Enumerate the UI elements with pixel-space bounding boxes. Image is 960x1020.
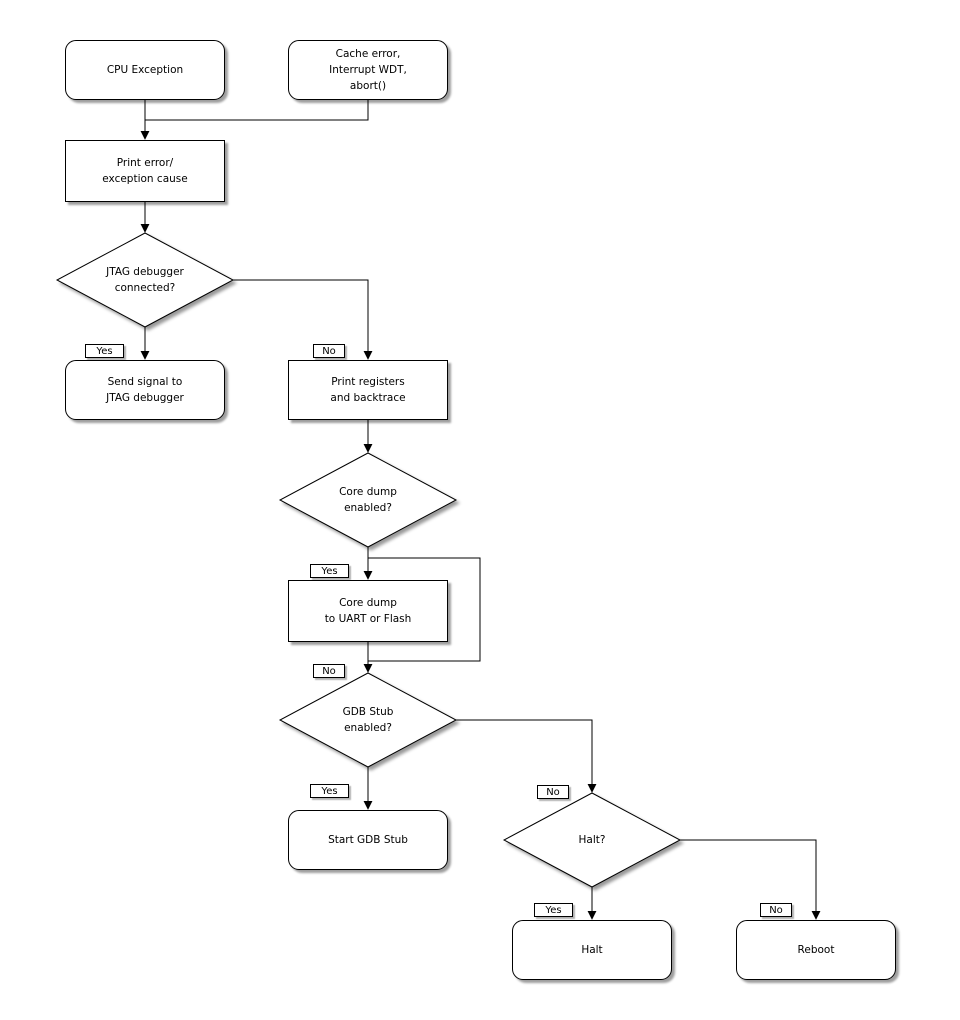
edge-label-core-dump-no: No bbox=[313, 664, 345, 678]
connector-gdb-no-to-halt-decision bbox=[456, 719, 597, 793]
node-start-gdb-stub: Start GDB Stub bbox=[288, 810, 448, 870]
edge-label-core-dump-yes: Yes bbox=[310, 564, 349, 578]
connector-coredump-no-bypass bbox=[368, 557, 481, 662]
node-send-signal-jtag: Send signal to JTAG debugger bbox=[65, 360, 225, 420]
connector-cache-error-merge bbox=[145, 100, 369, 121]
node-print-error-cause: Print error/ exception cause bbox=[65, 140, 225, 202]
connector-halt-no-to-reboot bbox=[680, 839, 821, 920]
edge-label-gdb-yes: Yes bbox=[310, 784, 349, 798]
node-cache-error: Cache error, Interrupt WDT, abort() bbox=[288, 40, 448, 100]
edge-label-jtag-yes: Yes bbox=[85, 344, 124, 358]
decision-halt-shape bbox=[502, 792, 682, 888]
decision-core-dump-enabled-shape bbox=[278, 452, 458, 548]
edge-label-halt-yes: Yes bbox=[534, 903, 573, 917]
node-core-dump-to-uart-flash: Core dump to UART or Flash bbox=[288, 580, 448, 642]
edge-label-halt-decision-no: No bbox=[537, 785, 569, 799]
decision-jtag-connected-shape bbox=[55, 232, 235, 328]
connector-jtag-no-to-print-registers bbox=[233, 279, 373, 360]
node-print-registers-backtrace: Print registers and backtrace bbox=[288, 360, 448, 420]
node-cpu-exception: CPU Exception bbox=[65, 40, 225, 100]
node-reboot: Reboot bbox=[736, 920, 896, 980]
edge-label-reboot-no: No bbox=[760, 903, 792, 917]
node-halt: Halt bbox=[512, 920, 672, 980]
decision-gdb-stub-enabled-shape bbox=[278, 672, 458, 768]
edge-label-jtag-no: No bbox=[313, 344, 345, 358]
